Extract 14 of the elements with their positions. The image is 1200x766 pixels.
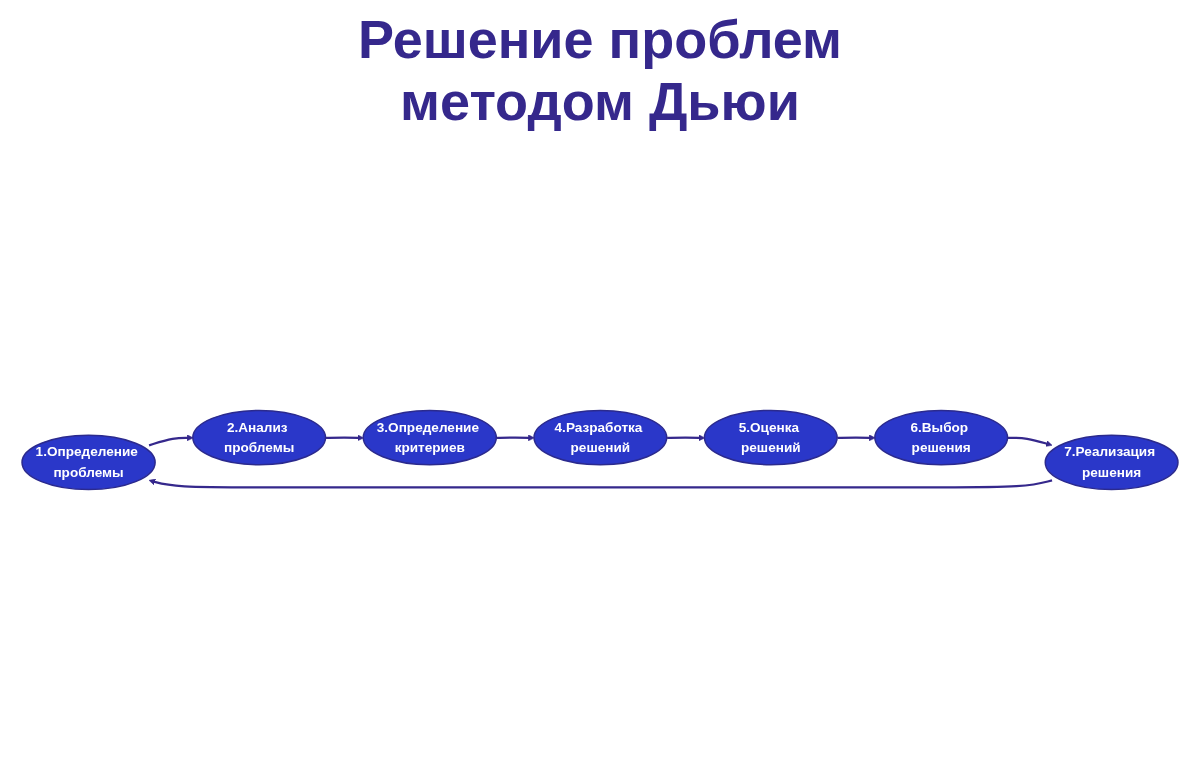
arrow [148,478,1053,489]
arrow [148,434,194,447]
arrow [837,434,876,442]
node-ellipse: 5.Оценка решений [703,409,838,466]
arrow [325,434,364,442]
title: Решение проблем методом Дьюи [356,8,844,133]
node-ellipse: 3.Определение критериев [362,409,498,466]
arrow [1007,436,1053,447]
node-ellipse: 1.Определение проблемы [21,434,156,491]
arrow [496,434,535,442]
node-ellipse: 4.Разработка решений [533,409,668,466]
node-ellipse: 2.Анализ проблемы [192,409,327,466]
node-ellipse: 6.Выбор решения [874,409,1009,466]
node-ellipse: 7.Реализация решения [1044,434,1179,491]
